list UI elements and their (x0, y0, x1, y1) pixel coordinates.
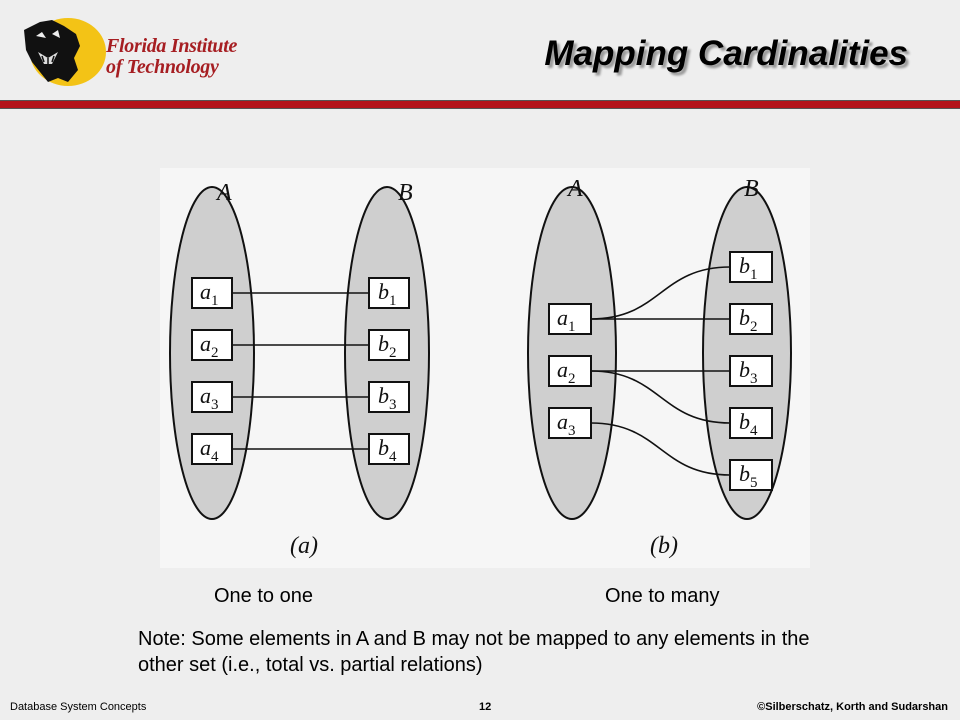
element-box-a (191, 277, 233, 309)
element-box-a (191, 381, 233, 413)
fit-logo: Florida Institute of Technology (18, 12, 243, 90)
mapping-link (590, 422, 731, 476)
panther-icon (24, 18, 106, 86)
element-box-b (729, 303, 773, 335)
element-box-a (548, 407, 592, 439)
element-box-a (548, 303, 592, 335)
element-box-b (729, 459, 773, 491)
mapping-link (590, 266, 731, 320)
element-box-b (729, 407, 773, 439)
slide-title: Mapping Cardinalities (544, 34, 908, 73)
element-box-a (191, 329, 233, 361)
element-box-b (729, 355, 773, 387)
footer-page-number: 12 (479, 701, 492, 713)
element-box-b (368, 277, 410, 309)
logo-line-2: of Technology (106, 56, 219, 78)
set-a-label: A (566, 176, 583, 202)
note-text: Note: Some elements in A and B may not b… (138, 628, 810, 676)
set-b-label: B (744, 176, 759, 202)
logo-line-1: Florida Institute (106, 35, 238, 57)
set-b-label: B (398, 180, 413, 206)
element-box-b (368, 381, 410, 413)
element-box-a (548, 355, 592, 387)
caption-one-to-many: One to many (605, 585, 720, 607)
mapping-link (590, 370, 731, 424)
header-divider (0, 100, 960, 109)
footer-course: Database System Concepts (10, 701, 147, 713)
element-box-a (191, 433, 233, 465)
element-box-b (729, 251, 773, 283)
panel-caption: (b) (650, 533, 678, 559)
panel-caption: (a) (290, 533, 318, 559)
set-a-label: A (215, 180, 232, 206)
element-box-b (368, 433, 410, 465)
set-a-ellipse (527, 186, 617, 520)
caption-one-to-one: One to one (214, 585, 313, 607)
element-box-b (368, 329, 410, 361)
footer-copyright: ©Silberschatz, Korth and Sudarshan (757, 701, 948, 713)
